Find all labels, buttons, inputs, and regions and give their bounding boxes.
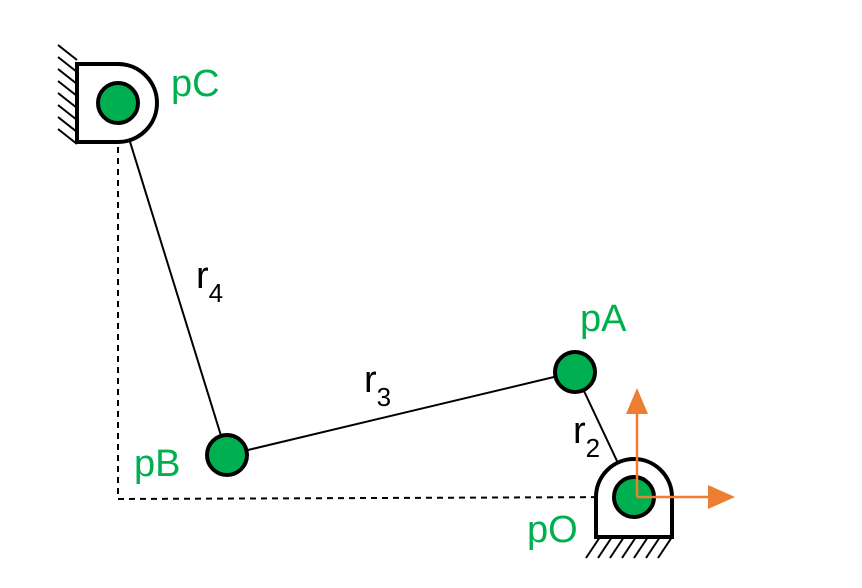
joint-pc <box>96 81 140 125</box>
x-axis-arrowhead <box>708 485 735 509</box>
joint-pb <box>205 433 249 477</box>
link-r3 <box>226 371 576 456</box>
label-pa: pA <box>580 298 627 340</box>
label-r4-base: r <box>196 255 209 297</box>
label-po: pO <box>527 509 578 551</box>
ground-hatch-o <box>585 536 673 559</box>
label-r2-base: r <box>573 410 586 452</box>
y-axis-arrowhead <box>626 388 648 414</box>
label-r2: r2 <box>573 410 600 463</box>
label-pb: pB <box>134 443 180 485</box>
label-r3-sub: 3 <box>377 382 391 412</box>
ground-hatch-c <box>57 44 78 145</box>
ground-reference-dashed-line <box>117 103 633 501</box>
label-pc: pC <box>171 63 220 105</box>
joint-pa <box>553 350 597 394</box>
label-r3-base: r <box>364 359 377 401</box>
link-r4 <box>117 102 228 456</box>
label-r3: r3 <box>364 359 391 412</box>
label-r4: r4 <box>196 255 223 308</box>
label-r4-sub: 4 <box>209 278 223 308</box>
label-r2-sub: 2 <box>586 433 600 463</box>
